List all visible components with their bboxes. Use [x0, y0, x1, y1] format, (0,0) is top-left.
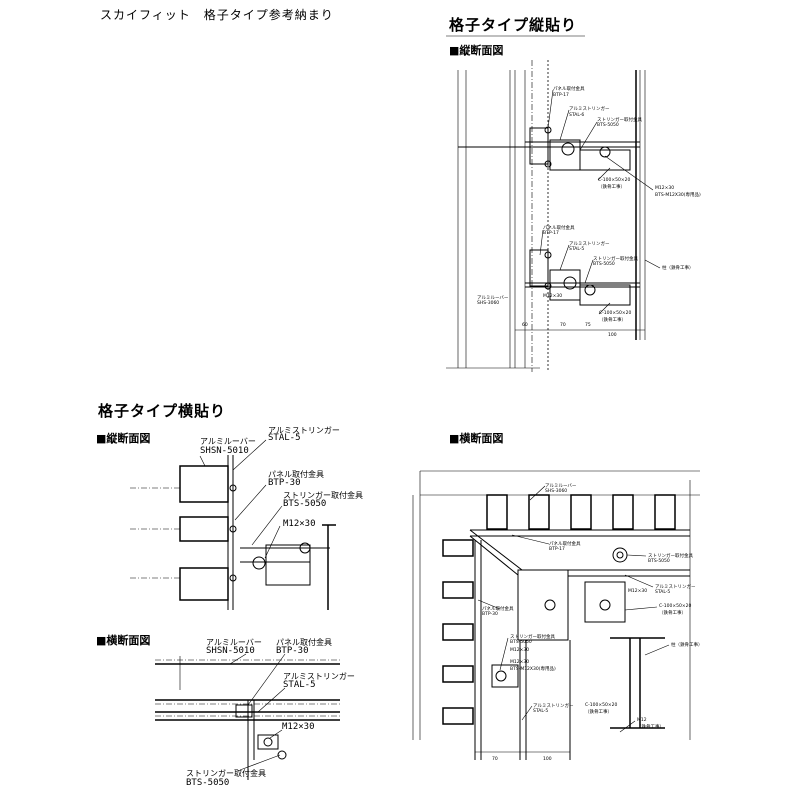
ht-hs-bolt-label: M12×30	[282, 722, 315, 732]
vt-dim-70: 70	[560, 323, 566, 328]
vertical-type-heading: 格子タイプ縦貼り	[449, 16, 578, 34]
plan-section-drawing	[412, 470, 700, 760]
vt-upper-stringer-label: アルミストリンガー	[569, 107, 610, 112]
vt-upper-panel-fitting-label: パネル取付金具	[553, 87, 585, 92]
ps-panel-code-2: BTP-30	[482, 612, 498, 617]
ps-stringer-fitting-2-label: ストリンガー取付金具	[510, 635, 555, 640]
ht-vs-stringer-fitting-label: ストリンガー取付金具	[283, 491, 363, 500]
vt-lower-channel-note: （鉄骨工事）	[599, 318, 626, 323]
ht-horizontal-section-heading: ■横断面図	[96, 634, 151, 647]
document-title: スカイフィット 格子タイプ参考納まり	[100, 8, 334, 22]
ps-channel-note: （鉄骨工事）	[659, 611, 686, 616]
ps-panel-fitting-2-label: パネル取付金具	[482, 607, 514, 612]
vt-upper-stringer-fitting-code: BTS-5050	[597, 123, 619, 128]
ht-vs-stringer-code: STAL-5	[268, 433, 301, 443]
ps-panel-code: BTP-17	[549, 547, 565, 552]
ht-horizontal-section-drawing	[155, 653, 340, 780]
vt-lower-stringer-fitting-code: BTS-5050	[593, 262, 615, 267]
plan-section-heading: ■横断面図	[449, 432, 504, 445]
ht-hs-stringer-code: STAL-5	[283, 680, 316, 690]
ps-panel-fitting-label: パネル取付金具	[549, 542, 581, 547]
ps-stringer-fitting-label: ストリンガー取付金具	[648, 554, 693, 559]
vt-dim-75: 75	[585, 323, 591, 328]
ht-vs-stringer-fitting-code: BTS-5050	[283, 499, 327, 509]
ps-bolt-2-note: BTS-M12X30(専用品)	[510, 667, 556, 672]
ps-stringer-2-label: アルミストリンガー	[533, 704, 574, 709]
ht-hs-stringer-label: アルミストリンガー	[283, 672, 355, 681]
ps-channel-2-note: （鉄骨工事）	[585, 710, 612, 715]
ps-stringer-fitting-code: BTS-5050	[648, 559, 670, 564]
vt-lower-stringer-code: STAL-5	[569, 247, 585, 252]
vt-upper-stringer-code: STAL-6	[569, 113, 585, 118]
vt-upper-panel-code: BTP-17	[553, 93, 569, 98]
ht-hs-louver-code: SHSN-5010	[206, 646, 255, 656]
ht-hs-panel-fitting-label: パネル取付金具	[276, 638, 332, 647]
vt-lower-channel-label: C-100×50×20	[599, 311, 632, 316]
ht-vs-louver-label: アルミルーバー	[200, 437, 256, 446]
ht-vertical-section-heading: ■縦断面図	[96, 432, 151, 445]
horizontal-type-heading: 格子タイプ横貼り	[98, 402, 227, 420]
vt-upper-channel-note: （鉄骨工事）	[598, 185, 625, 190]
ht-vs-panel-fitting-label: パネル取付金具	[268, 470, 324, 479]
vt-lower-louver-code: SHS-3060	[477, 301, 500, 306]
ps-stringer-label: アルミストリンガー	[655, 585, 696, 590]
ps-channel-2-label: C-100×50×20	[585, 703, 618, 708]
vt-lower-stringer-label: アルミストリンガー	[569, 242, 610, 247]
ht-hs-stringer-fitting-code: BTS-5050	[186, 778, 230, 788]
ht-hs-panel-code: BTP-30	[276, 646, 309, 656]
ps-stringer-fitting-code-2: BTS-5050	[510, 640, 532, 645]
ps-dim-100: 100	[543, 757, 552, 762]
ps-louver-label: アルミルーバー	[545, 484, 577, 489]
ht-vs-bolt-label: M12×30	[283, 519, 316, 529]
ps-dim-70: 70	[492, 757, 498, 762]
ps-bolt-3-label: M12	[637, 718, 647, 723]
vt-lower-panel-fitting-label: パネル取付金具	[543, 226, 575, 231]
vertical-type-section-heading: ■縦断面図	[449, 44, 504, 57]
vt-upper-channel-label: C-100×50×20	[598, 178, 631, 183]
ps-bolt-label: M12×30	[628, 589, 648, 594]
ht-vs-louver-code: SHSN-5010	[200, 446, 249, 456]
vt-upper-bolt-note: BTS-M12X30(専用品)	[655, 193, 701, 198]
ht-vertical-section-drawing	[130, 439, 336, 610]
vt-dim-100: 100	[608, 333, 617, 338]
vt-lower-stringer-fitting-label: ストリンガー取付金具	[593, 257, 638, 262]
ht-hs-stringer-fitting-label: ストリンガー取付金具	[186, 769, 266, 778]
ps-stringer-code-2: STAL-5	[533, 709, 549, 714]
ht-hs-louver-label: アルミルーバー	[206, 638, 262, 647]
ps-louver-code: SHS-3060	[545, 489, 568, 494]
vt-lower-panel-code: BTP-17	[543, 231, 559, 236]
vt-lower-column-label: 柱（鉄骨工事）	[662, 266, 694, 271]
ps-column-label: 柱（鉄骨工事）	[671, 643, 703, 648]
vt-upper-stringer-fitting-label: ストリンガー取付金具	[597, 118, 642, 123]
ht-vs-panel-code: BTP-30	[268, 478, 301, 488]
vt-section-drawing	[446, 35, 661, 372]
ht-vs-stringer-label: アルミストリンガー	[268, 426, 340, 435]
vt-lower-bolt-label: M12×30	[543, 294, 563, 299]
ps-stringer-code: STAL-5	[655, 590, 671, 595]
vt-lower-louver-label: アルミルーバー	[477, 296, 509, 301]
vt-upper-bolt-label: M12×30	[655, 186, 675, 191]
ps-channel-label: C-100×50×20	[659, 604, 692, 609]
